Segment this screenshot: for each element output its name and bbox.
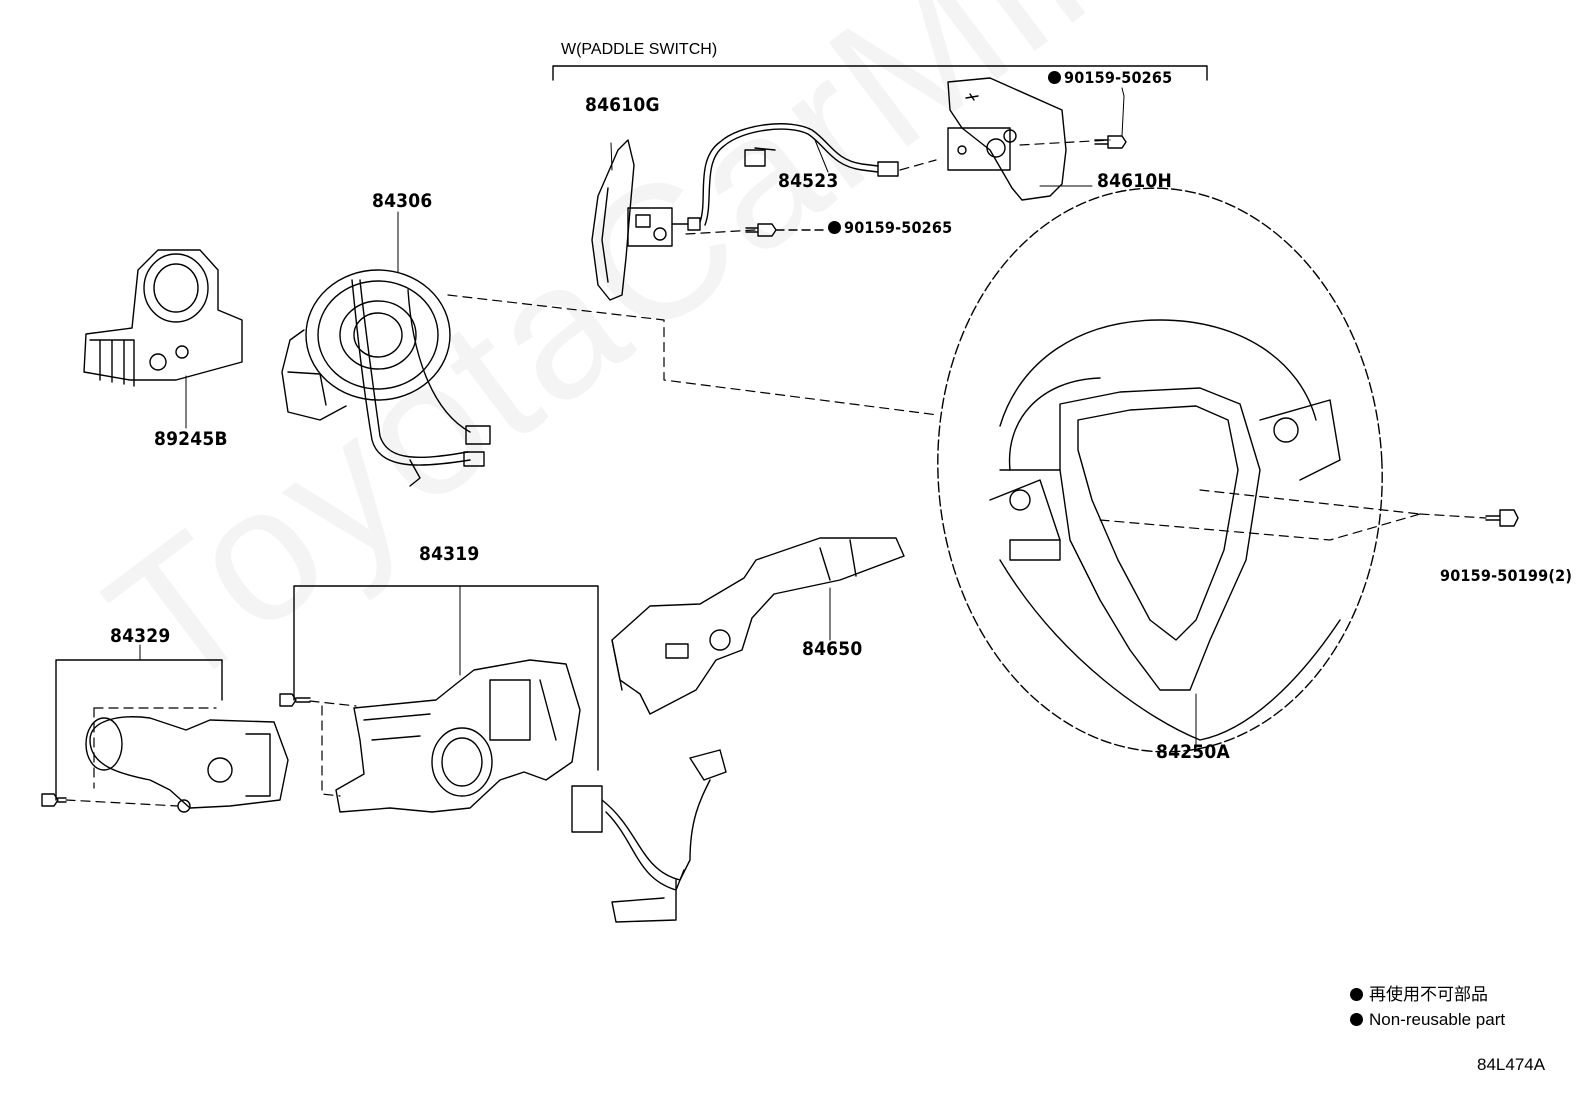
part-84306: 84306 <box>372 190 433 212</box>
part-84250A: 84250A <box>1156 741 1230 763</box>
bolt-combination-switch <box>279 693 311 707</box>
paddle-wire-harness <box>699 123 899 226</box>
part-84523: 84523 <box>778 170 839 192</box>
part-90159-50199: 90159-50199(2) <box>1440 566 1573 585</box>
wiper-switch <box>611 537 905 715</box>
bolt-90159-50199 <box>1485 509 1519 527</box>
headlight-switch-bracket <box>55 659 223 801</box>
combination-switch-body <box>335 659 581 813</box>
steering-sensor <box>83 249 243 387</box>
combination-switch-bracket <box>293 585 599 771</box>
non-reusable-mark-icon <box>1048 71 1061 84</box>
bolt-headlight-switch <box>41 793 67 807</box>
legend-row-japanese: 再使用不可部品 <box>1350 982 1505 1007</box>
bolt-90159-50265 <box>745 87 1127 237</box>
part-84610G: 84610G <box>585 94 660 116</box>
legend-row-english: Non-reusable part <box>1350 1007 1505 1032</box>
paddle-group-bracket <box>552 65 1208 81</box>
non-reusable-mark-icon <box>828 221 841 234</box>
part-84650: 84650 <box>802 638 863 660</box>
diagram-code: 84L474A <box>1477 1055 1546 1074</box>
paddle-switch-left <box>591 139 701 301</box>
combination-switch-harness <box>571 749 727 923</box>
non-reusable-mark-icon <box>1350 1013 1363 1026</box>
part-90159-50265-top: 90159-50265 <box>1048 70 1172 86</box>
headlight-switch <box>85 716 289 813</box>
non-reusable-mark-icon <box>1350 988 1363 1001</box>
part-90159-50265-mid: 90159-50265 <box>828 220 952 236</box>
legend: 再使用不可部品 Non-reusable part <box>1350 982 1505 1032</box>
part-84319: 84319 <box>419 543 480 565</box>
paddle-switch-right <box>947 77 1067 201</box>
paddle-switch-note: W(PADDLE SWITCH) <box>561 41 718 58</box>
part-84329: 84329 <box>110 625 171 647</box>
part-89245B: 89245B <box>154 428 228 450</box>
part-84610H: 84610H <box>1097 170 1172 192</box>
spiral-cable <box>281 269 491 487</box>
steering-wheel <box>937 187 1383 753</box>
